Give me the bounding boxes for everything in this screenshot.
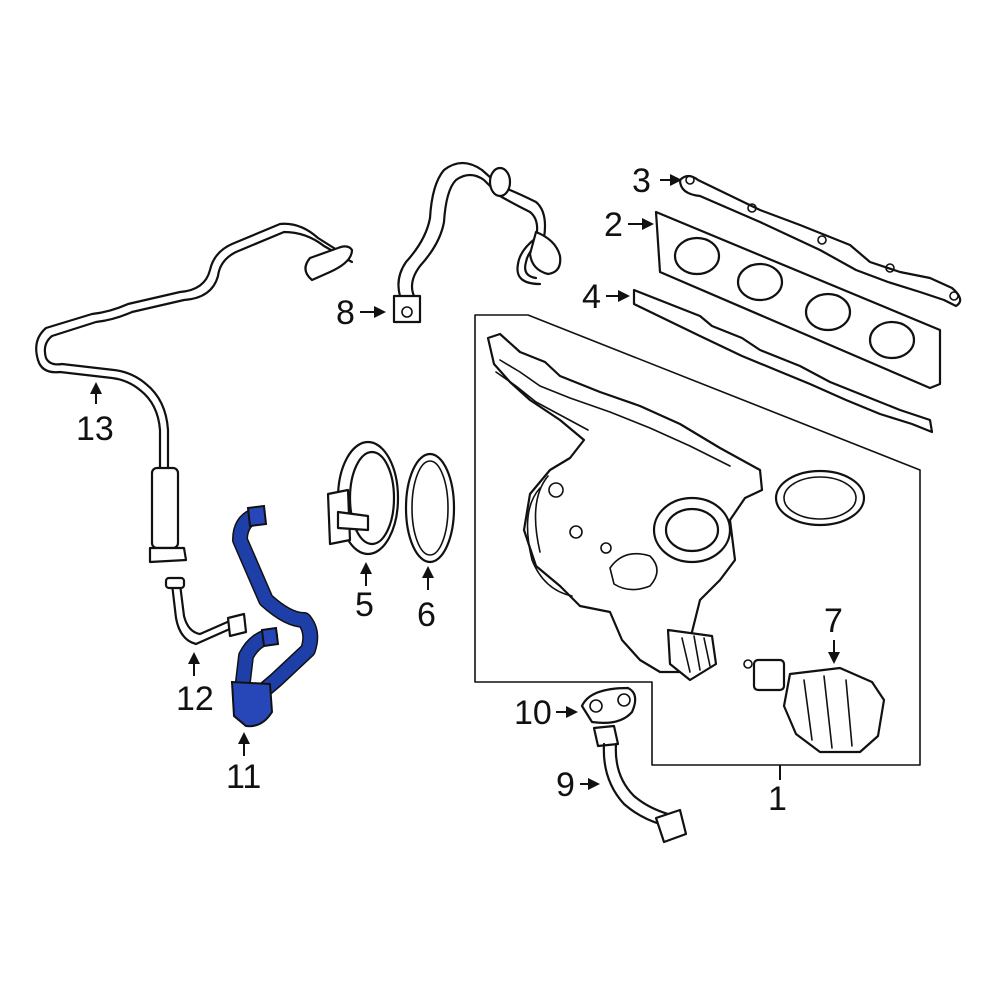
part-7-actuator[interactable] [743,658,886,754]
part-8-hose[interactable] [392,161,562,324]
outlet-seal-ring [774,469,866,527]
part-13-pipe[interactable] [35,222,354,564]
part-11-oil-line[interactable] [230,504,319,728]
callout-8: 8 [336,294,355,332]
callout-4: 4 [582,278,601,316]
part-4-shield[interactable] [632,288,934,434]
part-10-gasket[interactable] [580,686,637,724]
callout-7: 7 [824,602,843,640]
callout-2: 2 [604,206,623,244]
callout-3: 3 [632,162,651,200]
callout-12: 12 [176,680,214,718]
callout-5: 5 [355,586,374,624]
callout-9: 9 [556,766,575,804]
turbo-assembly-frame [474,314,921,766]
part-1-turbocharger[interactable] [486,332,764,682]
part-2-gasket[interactable] [654,210,942,390]
part-12-pipe[interactable] [164,576,248,646]
part-5-clamp[interactable] [326,440,400,556]
callout-1: 1 [768,780,787,818]
part-9-pipe[interactable] [592,724,688,844]
outlet-seal-ring-inner [783,476,857,520]
callout-11: 11 [226,758,261,796]
callout-13: 13 [76,410,114,448]
callout-10: 10 [514,694,552,732]
callout-6: 6 [417,596,436,634]
part-3-gasket[interactable] [678,174,962,308]
callout-labels: 1 2 3 4 5 6 7 8 9 10 11 12 13 [76,162,843,818]
part-6-ring[interactable] [404,452,456,564]
callout-leaders [90,174,840,790]
